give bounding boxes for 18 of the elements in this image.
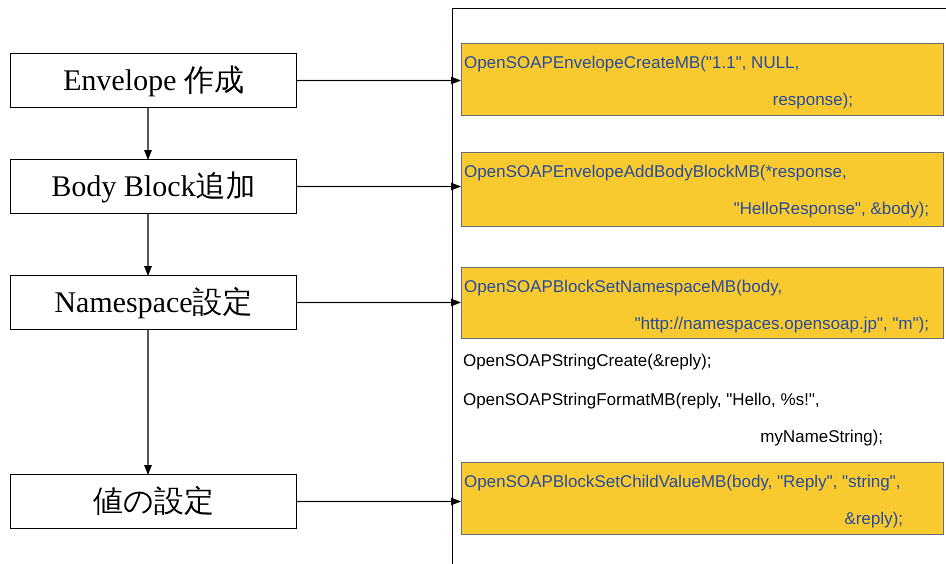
arrow (297, 182, 461, 190)
code-box: OpenSOAPEnvelopeAddBodyBlockMB(*response, "HelloResponse", &body); (461, 152, 944, 227)
code-line: OpenSOAPStringCreate(&reply); (463, 350, 712, 372)
arrow (297, 498, 461, 506)
arrow (144, 214, 152, 276)
arrow (297, 76, 461, 84)
code-box: OpenSOAPBlockSetNamespaceMB(body, "http://namespaces.opensoap.jp", "m"); (461, 267, 944, 339)
arrow (144, 330, 152, 475)
process-box: 値の設定 (10, 474, 297, 529)
code-box: OpenSOAPBlockSetChildValueMB(body, "Reply", "string", &reply); (461, 462, 944, 535)
code-box: OpenSOAPEnvelopeCreateMB("1.1", NULL, response); (461, 43, 944, 116)
arrow (144, 108, 152, 160)
code-panel (452, 8, 946, 564)
arrow (297, 298, 461, 306)
process-box: Envelope 作成 (10, 53, 297, 108)
code-line: OpenSOAPStringFormatMB(reply, "Hello, %s!", myNameString); (463, 389, 883, 448)
process-box: Namespace設定 (10, 275, 297, 330)
process-box: Body Block追加 (10, 159, 297, 214)
